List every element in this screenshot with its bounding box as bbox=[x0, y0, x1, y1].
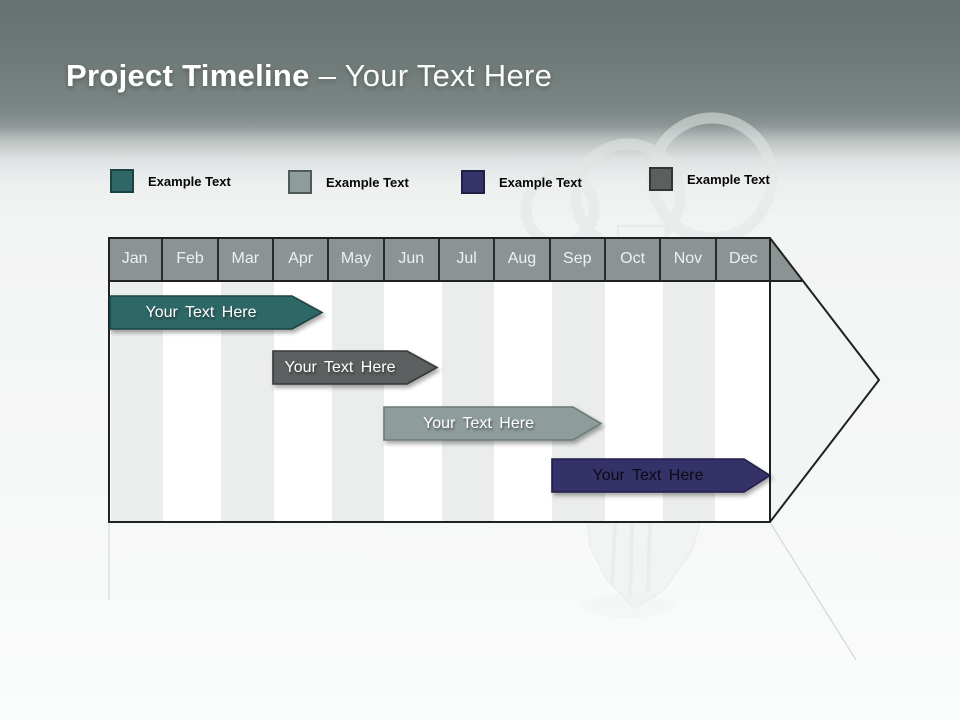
month-header-cell: Aug bbox=[495, 237, 551, 281]
task-bar-label: Your Text Here bbox=[592, 467, 704, 484]
legend-swatch-navy bbox=[461, 170, 485, 194]
month-header-cell: Feb bbox=[163, 237, 219, 281]
title-main: Project Timeline bbox=[66, 58, 310, 93]
month-header-row: Jan Feb Mar Apr May Jun Jul Aug Sep Oct … bbox=[108, 237, 770, 281]
month-header-cell: Nov bbox=[661, 237, 717, 281]
month-header-cell: Jul bbox=[440, 237, 496, 281]
legend-swatch-teal bbox=[110, 169, 134, 193]
legend-item: Example Text bbox=[461, 170, 582, 194]
timeline-column bbox=[328, 281, 387, 523]
month-header-cell: May bbox=[329, 237, 385, 281]
timeline-column bbox=[439, 281, 498, 523]
month-header-cell: Mar bbox=[219, 237, 274, 281]
reflection-arrow-edge bbox=[770, 523, 857, 661]
legend-item: Example Text bbox=[649, 167, 770, 191]
legend-label: Example Text bbox=[499, 174, 582, 190]
arrow-head-header-band bbox=[770, 238, 803, 281]
task-bar-label: Your Text Here bbox=[145, 304, 257, 321]
legend-label: Example Text bbox=[148, 173, 231, 189]
month-header-cell: Sep bbox=[551, 237, 606, 281]
task-bar-label: Your Text Here bbox=[423, 415, 534, 432]
timeline-column bbox=[497, 281, 550, 523]
legend-label: Example Text bbox=[326, 174, 409, 190]
month-header-cell: Dec bbox=[729, 250, 758, 267]
timeline-column bbox=[386, 281, 440, 523]
legend-item: Example Text bbox=[110, 169, 231, 193]
month-header-cell: Oct bbox=[606, 237, 662, 281]
month-header-cell: Jan bbox=[108, 237, 164, 281]
legend-swatch-graygreen bbox=[288, 170, 312, 194]
month-header-cell: Jun bbox=[385, 237, 440, 281]
legend-item: Example Text bbox=[288, 170, 409, 194]
month-header-cell: Apr bbox=[274, 237, 330, 281]
legend-label: Example Text bbox=[687, 171, 770, 187]
legend-swatch-darkgray bbox=[649, 167, 673, 191]
title-suffix: – Your Text Here bbox=[318, 58, 553, 93]
task-bar-label: Your Text Here bbox=[284, 359, 396, 376]
arrow-head bbox=[770, 238, 879, 522]
page-title: Project Timeline– Your Text Here bbox=[66, 58, 552, 94]
